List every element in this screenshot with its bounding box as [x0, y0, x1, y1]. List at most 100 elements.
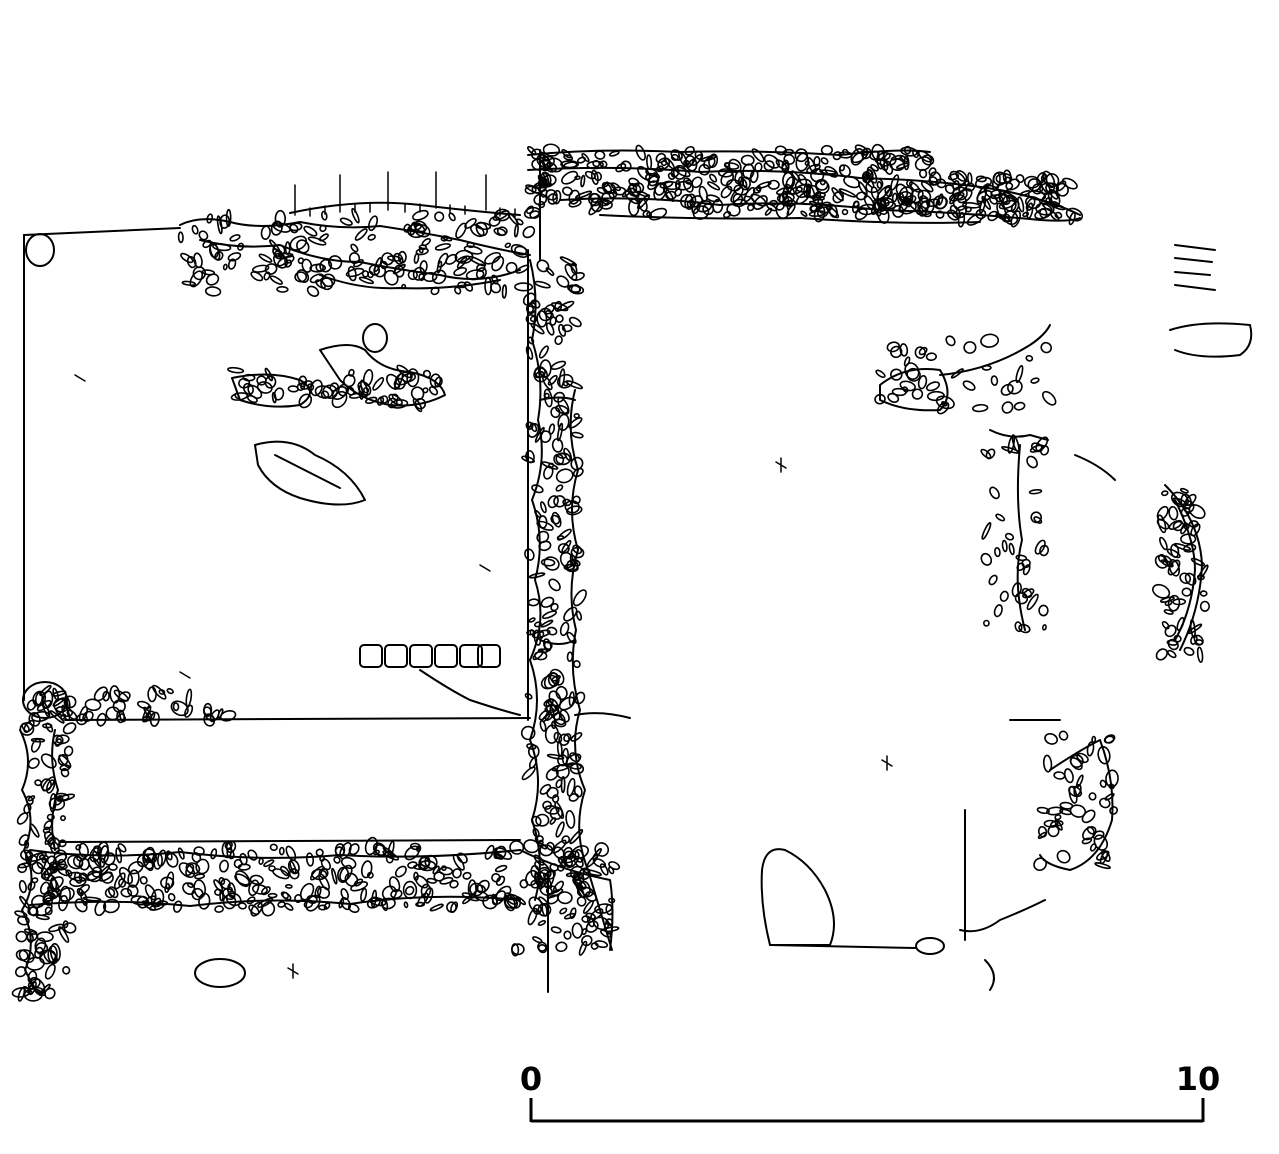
- stone: [914, 156, 932, 171]
- stone: [218, 876, 226, 886]
- stone: [534, 370, 545, 379]
- stone: [373, 257, 383, 272]
- stone: [167, 892, 176, 902]
- stone: [165, 852, 179, 868]
- stone: [852, 200, 860, 208]
- stone: [608, 861, 621, 871]
- stone: [1082, 826, 1097, 841]
- stone: [700, 154, 717, 162]
- stone: [1024, 196, 1042, 209]
- stone: [569, 752, 581, 763]
- stone: [310, 379, 323, 397]
- stone: [549, 668, 565, 686]
- stone: [1181, 587, 1192, 597]
- stone: [219, 710, 237, 722]
- stone: [838, 164, 851, 178]
- stone: [184, 704, 194, 718]
- stone: [269, 275, 283, 285]
- stone: [548, 423, 556, 435]
- stone: [1196, 646, 1204, 663]
- stone: [396, 364, 412, 379]
- stone: [348, 843, 360, 856]
- stone: [412, 209, 429, 221]
- stone: [320, 277, 334, 291]
- stone: [434, 243, 452, 251]
- stone: [44, 833, 54, 846]
- stone: [289, 235, 308, 251]
- stone: [1188, 504, 1206, 520]
- stone: [315, 279, 326, 289]
- stone: [49, 710, 65, 724]
- stone: [105, 706, 121, 721]
- stone: [370, 889, 378, 908]
- stone: [982, 619, 990, 627]
- stone: [547, 672, 560, 687]
- stone: [205, 273, 220, 286]
- stone: [898, 198, 910, 213]
- stone: [533, 621, 542, 628]
- stone: [412, 397, 423, 413]
- stone: [1039, 208, 1048, 219]
- stone: [249, 874, 264, 885]
- stone: [144, 884, 157, 901]
- stone: [629, 187, 640, 198]
- stone: [565, 809, 576, 829]
- stone: [18, 834, 30, 846]
- stone: [542, 171, 550, 185]
- stone: [555, 468, 574, 484]
- stone: [296, 269, 310, 284]
- stone: [177, 231, 184, 244]
- stone: [796, 191, 811, 205]
- stone: [165, 871, 175, 890]
- stone: [1172, 598, 1187, 606]
- stone: [1155, 648, 1168, 661]
- stone: [84, 698, 102, 712]
- stone: [67, 854, 84, 870]
- stone: [537, 839, 544, 847]
- stone: [980, 333, 1000, 348]
- stone: [1103, 734, 1116, 744]
- stone: [594, 940, 609, 949]
- stone: [429, 903, 444, 912]
- stone: [1036, 806, 1050, 815]
- stone: [327, 255, 343, 270]
- stone: [557, 754, 569, 767]
- stone: [740, 154, 755, 166]
- scale-label-end: 10: [1176, 1060, 1221, 1098]
- stone: [763, 160, 775, 172]
- stone: [955, 170, 968, 182]
- stone: [720, 185, 733, 199]
- stone: [549, 817, 557, 825]
- stone: [890, 368, 903, 381]
- stone: [538, 540, 552, 552]
- stone: [403, 223, 411, 233]
- stone: [1025, 354, 1034, 362]
- stone: [1026, 593, 1039, 611]
- stone: [212, 243, 232, 252]
- stone: [34, 937, 47, 954]
- stone: [439, 876, 454, 885]
- stone: [441, 235, 453, 242]
- stone: [546, 786, 559, 799]
- stone: [925, 352, 937, 362]
- stone: [782, 148, 794, 156]
- stone: [319, 855, 326, 862]
- stone: [533, 193, 548, 206]
- stone: [684, 155, 698, 172]
- stone: [854, 144, 869, 156]
- stone: [657, 157, 671, 170]
- stone: [952, 180, 960, 191]
- stone: [1014, 621, 1023, 633]
- stone: [271, 391, 277, 404]
- stone: [331, 867, 338, 885]
- stone: [588, 201, 602, 216]
- stone: [99, 845, 110, 864]
- stone: [778, 190, 789, 204]
- stone: [809, 204, 820, 213]
- stone: [280, 891, 292, 901]
- stone: [552, 189, 562, 205]
- stone: [1045, 197, 1053, 205]
- stone: [571, 845, 589, 860]
- stone: [331, 390, 348, 409]
- stone: [60, 767, 70, 778]
